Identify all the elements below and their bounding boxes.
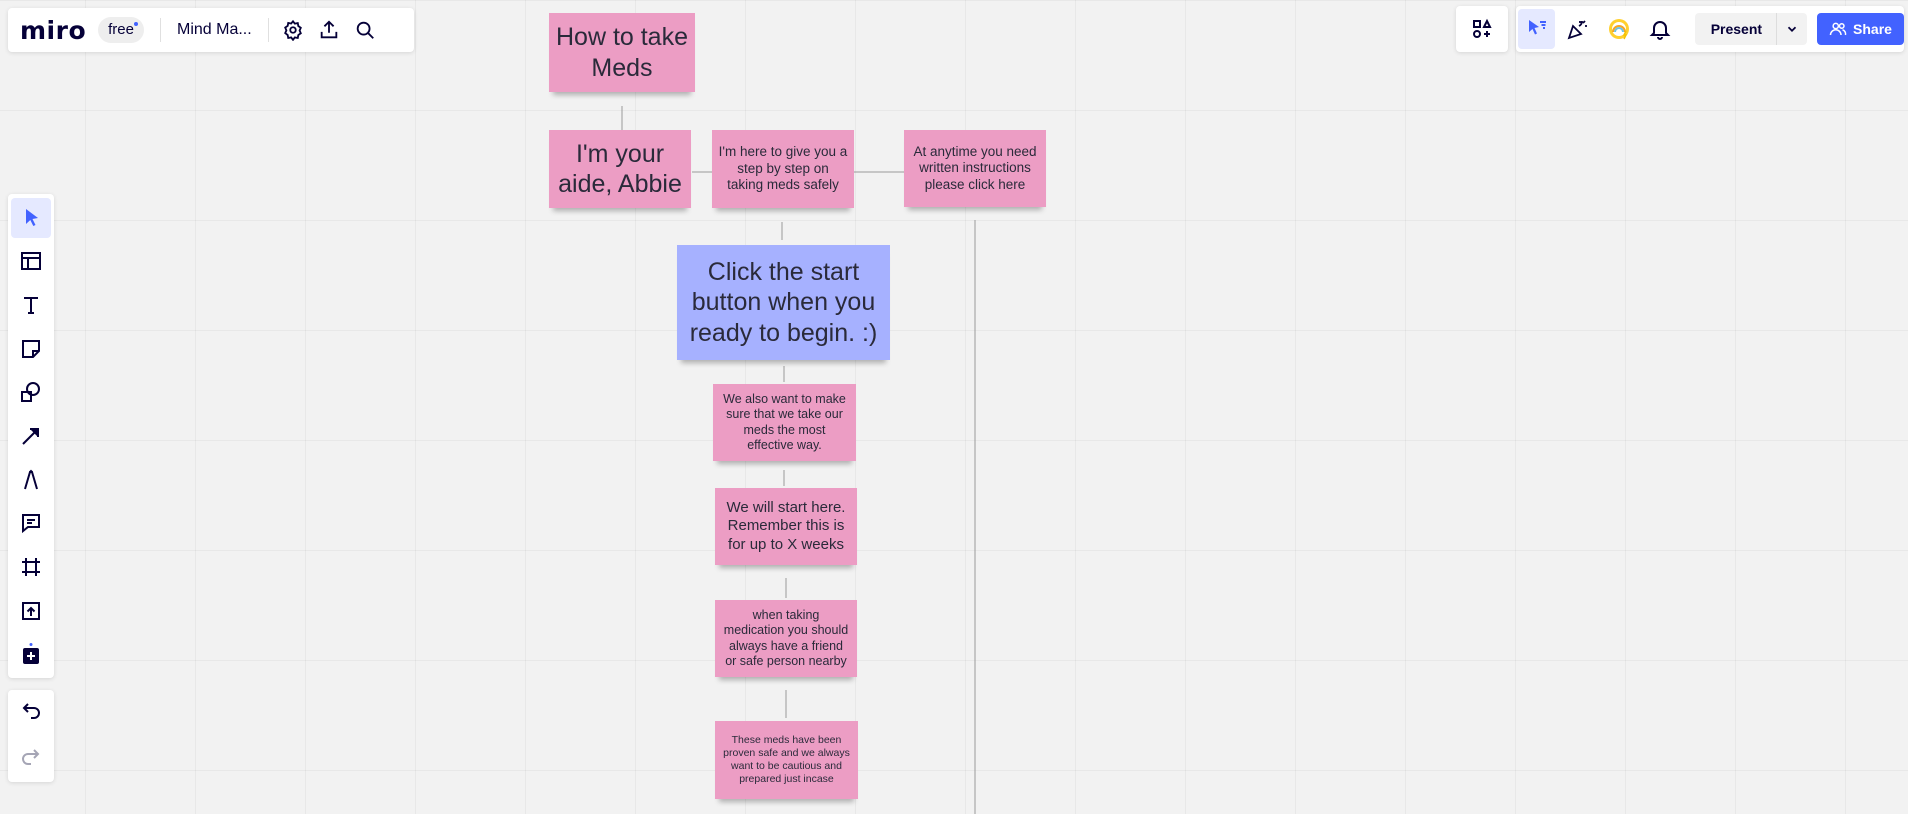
present-button[interactable]: Present xyxy=(1694,13,1808,45)
undo-icon[interactable] xyxy=(11,691,51,731)
sticky-start-here[interactable]: We will start here. Remember this is for… xyxy=(715,488,857,565)
users-icon xyxy=(1829,22,1847,36)
frame-icon[interactable] xyxy=(11,547,51,587)
sticky-effective[interactable]: We also want to make sure that we take o… xyxy=(713,384,856,461)
creation-toolbar xyxy=(8,194,54,678)
collaboration-toolbar: Present Share xyxy=(1516,6,1904,52)
upload-icon[interactable] xyxy=(11,591,51,631)
header-divider xyxy=(267,18,269,42)
shapes-icon[interactable] xyxy=(11,373,51,413)
sticky-title[interactable]: How to take Meds xyxy=(549,13,695,92)
miro-logo[interactable]: miro xyxy=(20,15,87,45)
pen-icon[interactable] xyxy=(11,460,51,500)
board-title[interactable]: Mind Ma... xyxy=(176,21,252,38)
history-toolbar xyxy=(8,690,54,782)
sticky-friend[interactable]: when taking medication you should always… xyxy=(715,600,857,677)
sticky-proven[interactable]: These meds have been proven safe and we … xyxy=(715,721,858,799)
more-apps-icon[interactable] xyxy=(11,634,51,674)
text-icon[interactable] xyxy=(11,285,51,325)
search-icon[interactable] xyxy=(347,12,383,48)
arrow-icon[interactable] xyxy=(11,416,51,456)
plan-badge[interactable]: free xyxy=(98,17,144,43)
header-divider xyxy=(159,18,161,42)
cursor-filter-icon[interactable] xyxy=(1518,9,1556,49)
redo-icon[interactable] xyxy=(11,737,51,777)
share-label: Share xyxy=(1853,21,1892,37)
sticky-aide[interactable]: I'm your aide, Abbie xyxy=(549,130,691,208)
templates-icon[interactable] xyxy=(11,242,51,282)
sticky-note-icon[interactable] xyxy=(11,329,51,369)
select-icon[interactable] xyxy=(11,198,51,238)
present-label: Present xyxy=(1710,21,1763,37)
chevron-down-icon[interactable] xyxy=(1776,13,1807,45)
profile-icon[interactable] xyxy=(1600,9,1637,49)
comment-icon[interactable] xyxy=(11,503,51,543)
sticky-step-by-step[interactable]: I'm here to give you a step by step on t… xyxy=(712,130,854,208)
sticky-start[interactable]: Click the start button when you ready to… xyxy=(677,245,890,360)
bell-icon[interactable] xyxy=(1642,9,1679,49)
board-header: miro free Mind Ma... xyxy=(8,8,414,52)
share-button[interactable]: Share xyxy=(1817,13,1904,45)
sticky-written-instructions[interactable]: At anytime you need written instructions… xyxy=(904,130,1046,207)
plan-badge-label: free xyxy=(108,21,134,38)
upload-icon[interactable] xyxy=(311,12,347,48)
settings-icon[interactable] xyxy=(275,12,311,48)
apps-panel xyxy=(1456,6,1508,52)
apps-icon[interactable] xyxy=(1462,9,1502,49)
plan-badge-dot xyxy=(133,22,138,26)
celebrate-icon[interactable] xyxy=(1559,9,1596,49)
